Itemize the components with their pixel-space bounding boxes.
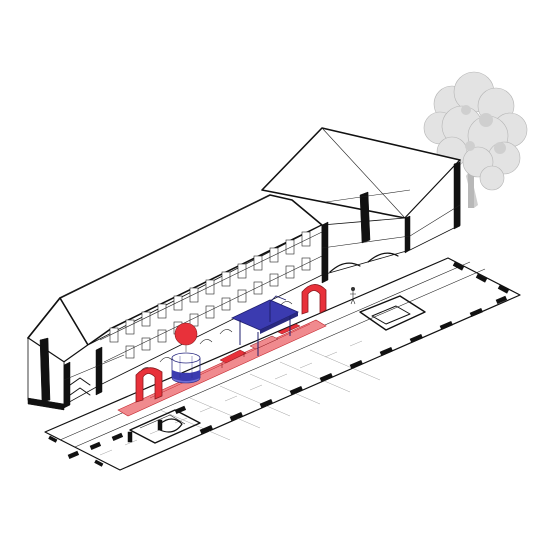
blue-installation: [171, 295, 299, 384]
blue-canopy: [231, 295, 299, 356]
person-figure: [350, 287, 356, 305]
tree-trunk: [468, 168, 474, 208]
facade-windows: [99, 231, 323, 373]
red-balloon: [174, 322, 198, 346]
blue-cylinder: [171, 352, 201, 384]
tree-illustration: [423, 71, 528, 208]
red-gate-right: [301, 284, 327, 315]
red-gate-left: [135, 367, 163, 403]
